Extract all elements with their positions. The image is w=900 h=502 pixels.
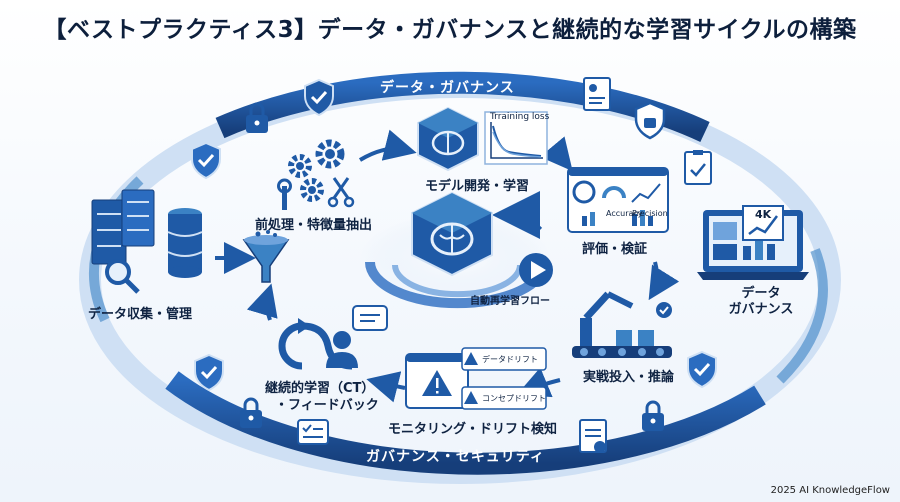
model-training-label: モデル開発・学習 xyxy=(425,179,530,194)
page-title: 【ベストプラクティス3】データ・ガバナンスと継続的な学習サイクルの構築 xyxy=(43,17,857,43)
chat-bubble-icon xyxy=(352,305,388,331)
data-collection-label: データ収集・管理 xyxy=(88,307,193,322)
shield-icon xyxy=(191,141,221,180)
server-icon xyxy=(91,199,127,265)
gear-icon xyxy=(300,178,324,202)
training-loss-chart xyxy=(484,111,548,165)
play-icon xyxy=(519,253,553,287)
drift-alert-1: データドリフト xyxy=(482,355,538,364)
precision-label: Precision xyxy=(632,209,668,218)
lock-icon xyxy=(642,400,664,431)
continuous-learning-label-1: 継続的学習（CT） xyxy=(265,381,375,396)
document-icon xyxy=(583,77,611,111)
checklist-icon xyxy=(297,419,329,445)
scissors-icon xyxy=(327,177,355,208)
robot-arm-icon xyxy=(572,291,672,358)
monitor-badge-label: 4K xyxy=(755,208,772,221)
monitor-badge xyxy=(742,205,784,241)
preprocessing-label: 前処理・特徴量抽出 xyxy=(255,218,373,233)
governance-label-2: ガバナンス xyxy=(728,302,794,317)
accuracy-label: Accuracy xyxy=(606,209,643,218)
ring-label-top: データ・ガバナンス xyxy=(380,80,515,96)
deployment-label: 実戦投入・推論 xyxy=(583,370,675,385)
gear-icon xyxy=(315,139,345,169)
shield-icon xyxy=(634,101,666,140)
user-icon xyxy=(326,331,358,368)
credit-text: 2025 AI KnowledgeFlow xyxy=(770,485,890,496)
clipboard-icon xyxy=(684,150,712,185)
governance-label-1: データ xyxy=(741,286,781,301)
model-cube-icon xyxy=(417,106,479,172)
continuous-learning-label-2: ・フィードバック xyxy=(275,398,379,413)
training-loss-label: Trraining loss xyxy=(490,112,550,122)
shield-icon xyxy=(687,350,717,389)
database-icon xyxy=(167,208,203,278)
brain-cube-icon xyxy=(411,191,493,277)
shield-icon xyxy=(194,353,224,392)
document-icon xyxy=(579,419,607,453)
drift-alert-2-box xyxy=(461,386,547,410)
monitoring-window xyxy=(405,353,469,409)
server-icon xyxy=(121,189,155,247)
evaluation-dashboard xyxy=(567,167,669,233)
gear-icon xyxy=(288,154,312,178)
wrench-icon xyxy=(277,178,292,210)
evaluation-label: 評価・検証 xyxy=(582,242,648,257)
ring-label-bottom: ガバナンス・セキュリティ xyxy=(366,449,545,465)
magnifier-icon xyxy=(105,259,140,294)
auto-retrain-label: 自動再学習フロー xyxy=(470,296,550,307)
lock-icon xyxy=(240,397,262,428)
drift-alert-1-box xyxy=(461,347,547,371)
lock-icon xyxy=(246,102,268,133)
shield-icon xyxy=(304,78,334,117)
drift-alert-2: コンセプドリフト xyxy=(482,394,546,403)
funnel-icon xyxy=(242,230,290,283)
monitoring-label: モニタリング・ドリフト検知 xyxy=(388,422,558,437)
